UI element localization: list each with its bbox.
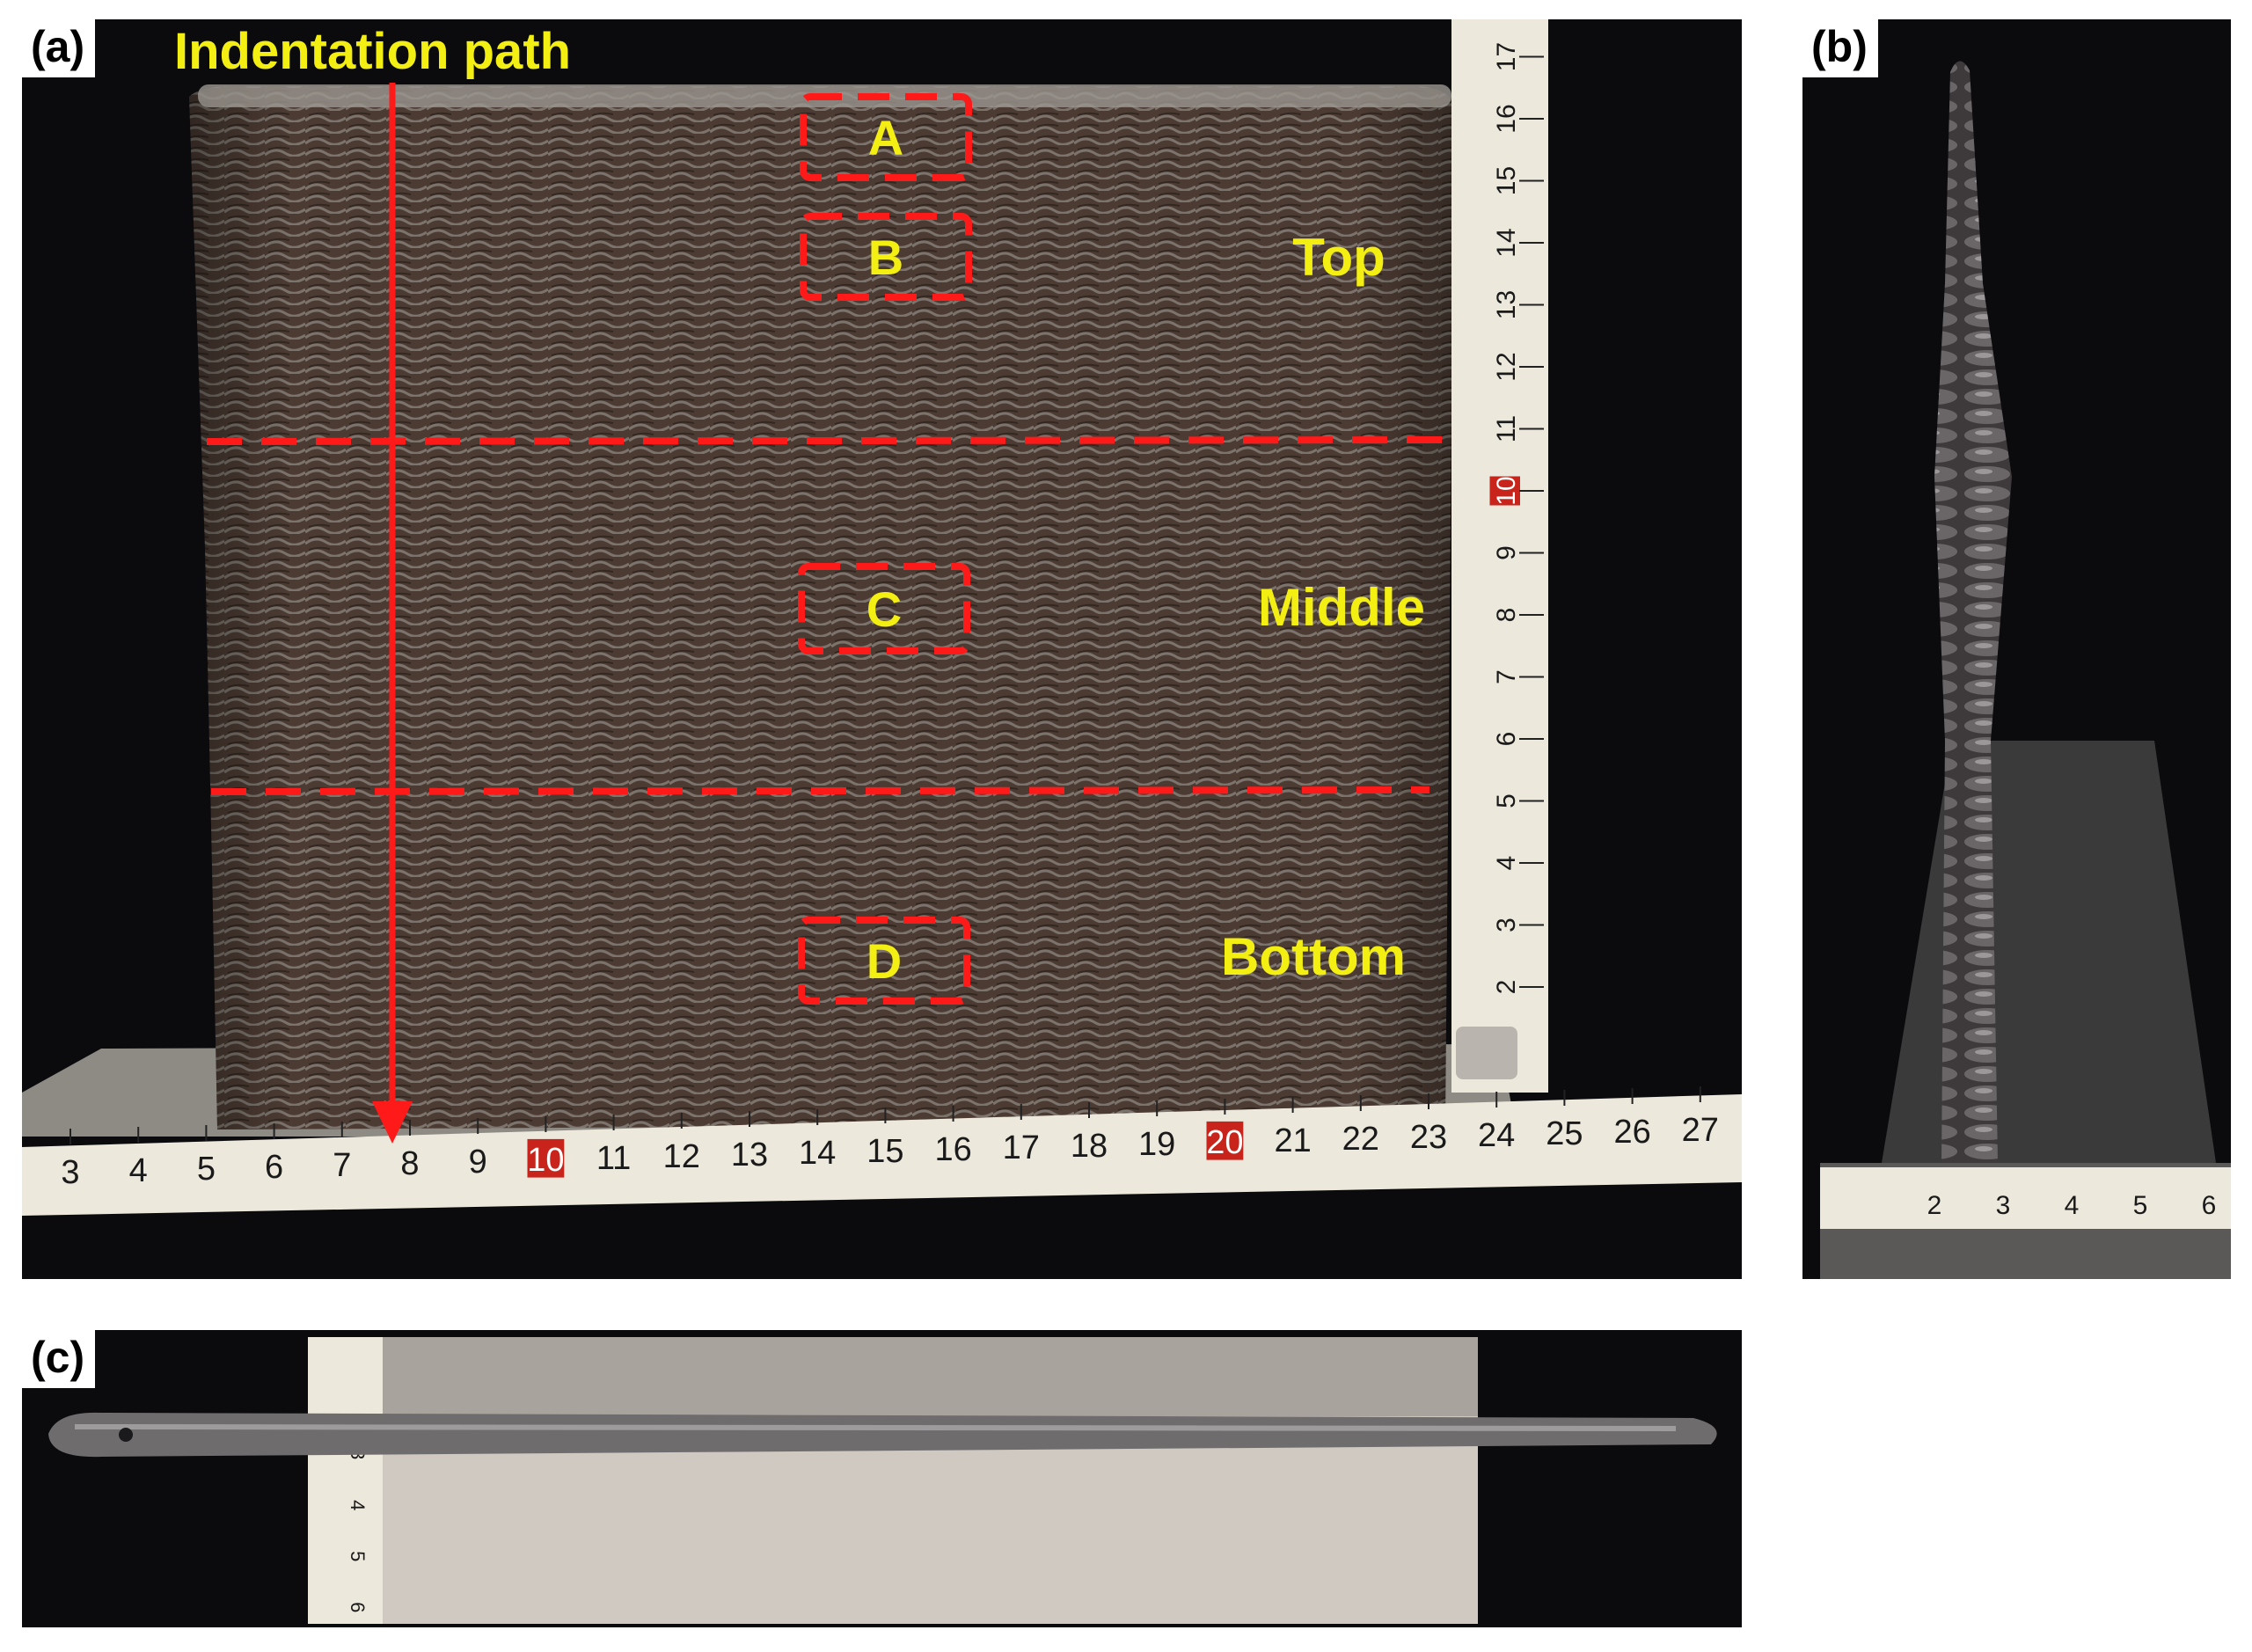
ruler-label: 16 — [934, 1131, 971, 1168]
box-c-outline — [798, 563, 970, 654]
box-label-d: D — [866, 933, 903, 989]
ruler-label: 17 — [1003, 1129, 1040, 1166]
ruler-label: 7 — [333, 1147, 351, 1184]
ruler-label: 13 — [1492, 290, 1521, 319]
panel-label-c: (c) — [22, 1330, 96, 1388]
ruler-label: 10 — [527, 1142, 564, 1179]
ruler-label: 19 — [1138, 1126, 1175, 1163]
panel-b-ruler — [1820, 1167, 2231, 1229]
box-a-outline — [800, 93, 972, 181]
box-b-outline — [800, 213, 972, 301]
horizontal-ruler: 3 4 5 6 7 8 9 10 11 12 13 14 15 16 17 18 19 20 21 22 23 24 25 2… — [22, 1086, 1742, 1216]
ruler-label: 3 — [1996, 1191, 2011, 1220]
ruler-label: 15 — [1492, 166, 1521, 195]
ruler-label: 6 — [2202, 1191, 2217, 1220]
ruler-label: 5 — [197, 1151, 216, 1188]
indentation-path-label: Indentation path — [174, 23, 572, 80]
ruler-highlight-box — [527, 1138, 565, 1178]
box-label-a: A — [867, 110, 904, 165]
ruler-clip — [1456, 1027, 1517, 1079]
ruler-label: 2 — [1927, 1191, 1942, 1220]
box-label-c: C — [866, 581, 903, 637]
ruler-label: 12 — [1492, 352, 1521, 381]
ruler-label: 26 — [1613, 1114, 1650, 1151]
wall-top-view — [48, 1412, 1717, 1458]
ruler-highlight-box — [1489, 476, 1520, 506]
panel-label-b: (b) — [1802, 19, 1878, 77]
ruler-label: 22 — [1342, 1121, 1379, 1158]
ruler-label: 5 — [2133, 1191, 2148, 1220]
indentation-arrow-head — [372, 1101, 413, 1144]
ruler-label: 3 — [61, 1154, 79, 1191]
ruler-label: 7 — [1492, 669, 1521, 684]
panel-b-photo: 2 3 4 5 6 (b) — [1802, 19, 2231, 1279]
ruler-label: 25 — [1546, 1115, 1583, 1152]
ruler-label: 5 — [347, 1551, 369, 1561]
ruler-label: 2 — [1492, 980, 1521, 995]
ruler-label: 4 — [2065, 1191, 2080, 1220]
panel-b-scene: 2 3 4 5 6 — [1802, 19, 2231, 1279]
box-d-outline — [798, 917, 970, 1005]
region-label-middle: Middle — [1258, 578, 1425, 637]
ruler-label: 4 — [129, 1152, 148, 1189]
ruler-highlight-box — [1206, 1121, 1244, 1160]
region-label-top: Top — [1292, 228, 1386, 287]
ruler-label: 18 — [1071, 1128, 1108, 1165]
ruler-label: 4 — [1492, 856, 1521, 871]
ruler-label: 6 — [347, 1602, 369, 1612]
ruler-label: 8 — [400, 1145, 419, 1182]
box-label-b: B — [867, 230, 904, 285]
ruler-label: 14 — [1492, 228, 1521, 257]
vertical-ruler: 2 3 4 5 6 7 8 9 10 11 12 13 14 15 16 17 — [1451, 19, 1548, 1093]
ruler-label: 5 — [1492, 793, 1521, 808]
ruler-label: 20 — [1206, 1124, 1243, 1161]
ruler-label: 4 — [347, 1500, 369, 1510]
panel-c-ruler — [308, 1337, 383, 1624]
ruler-label: 15 — [866, 1133, 903, 1170]
ruler-label: 11 — [596, 1140, 631, 1177]
wall-end-hole — [119, 1428, 133, 1442]
region-label-bottom: Bottom — [1221, 927, 1406, 986]
ruler-label: 13 — [731, 1137, 768, 1173]
ruler-label: 11 — [1492, 415, 1521, 442]
ruler-label: 17 — [1492, 42, 1521, 71]
ruler-label: 24 — [1478, 1117, 1515, 1154]
ruler-label: 9 — [469, 1144, 487, 1181]
ruler-label: 6 — [1492, 732, 1521, 747]
ruler-label: 10 — [1492, 476, 1521, 505]
ruler-label: 27 — [1682, 1112, 1719, 1149]
ruler-label: 16 — [1492, 104, 1521, 133]
ruler-label: 12 — [663, 1138, 700, 1175]
deposited-wall — [189, 84, 1454, 1129]
top-middle-divider — [206, 436, 1444, 445]
ruler-label: 21 — [1274, 1122, 1311, 1159]
ruler-label: 23 — [1410, 1119, 1447, 1156]
ruler-label: 3 — [1492, 917, 1521, 932]
ruler-label: 14 — [799, 1135, 836, 1172]
ruler-label: 6 — [265, 1149, 283, 1186]
middle-bottom-divider — [210, 786, 1430, 795]
ruler-label: 9 — [1492, 545, 1521, 560]
wall-edge-view — [1934, 61, 2012, 1163]
panel-label-a: (a) — [22, 19, 96, 77]
ruler-label: 8 — [1492, 608, 1521, 623]
